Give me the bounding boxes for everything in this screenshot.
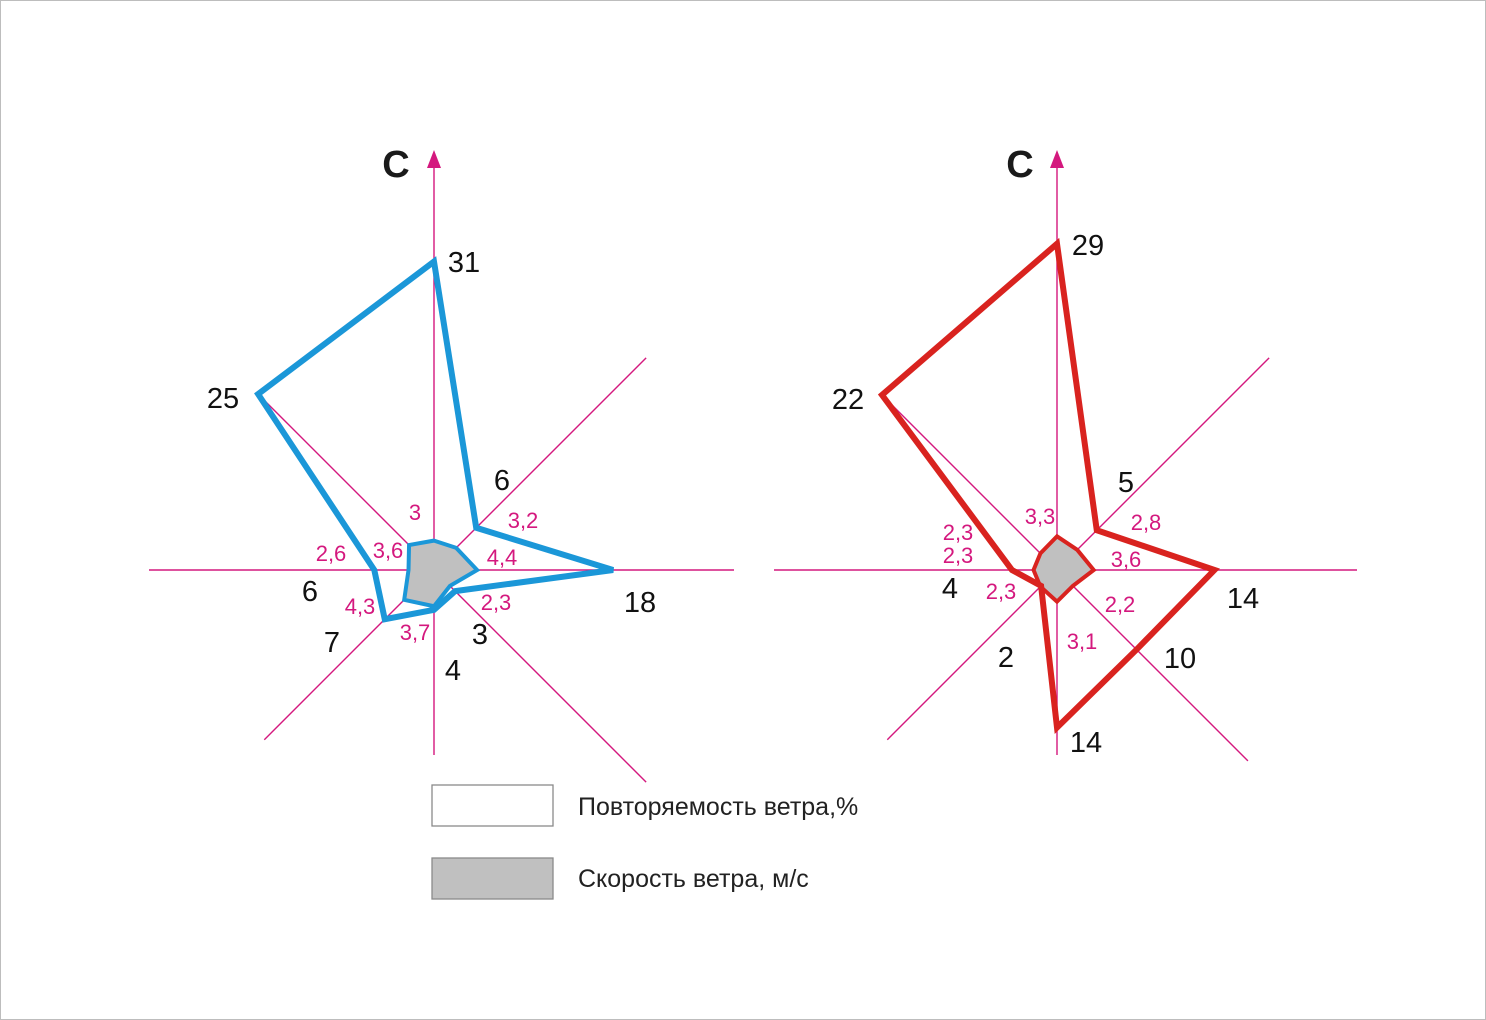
legend-swatch-1 (431, 784, 554, 827)
speed-label-e: 3,6 (1111, 547, 1142, 572)
legend-swatch-2 (431, 857, 554, 900)
north-label: С (382, 144, 409, 186)
frequency-label-s: 14 (1070, 727, 1102, 759)
frequency-label-ne: 6 (494, 465, 510, 497)
frequency-label-nw: 22 (832, 384, 864, 416)
speed-label-se: 2,2 (1105, 592, 1136, 617)
speed-label-nw: 3,6 (373, 538, 404, 563)
north-label: С (1006, 144, 1033, 186)
speed-label-sw: 4,3 (345, 594, 376, 619)
speed-label-s: 3,7 (400, 620, 431, 645)
frequency-label-nw: 25 (207, 383, 239, 415)
speed-label-e: 4,4 (487, 545, 518, 570)
legend-label-1: Повторяемость ветра,% (578, 793, 858, 821)
speed-label-se: 2,3 (481, 590, 512, 615)
north-arrow-icon (1050, 150, 1064, 168)
frequency-label-sw: 7 (324, 627, 340, 659)
speed-label-ne: 2,8 (1131, 510, 1162, 535)
frequency-label-e: 14 (1227, 583, 1259, 615)
legend: Повторяемость ветра,% Скорость ветра, м/с (431, 784, 858, 900)
frequency-label-e: 18 (624, 587, 656, 619)
frequency-label-w: 4 (942, 573, 958, 605)
frequency-label-n: 29 (1072, 230, 1104, 262)
speed-label-s: 3,1 (1067, 629, 1098, 654)
speed-label-nw: 2,3 (943, 520, 974, 545)
speed-label-w: 2,6 (316, 541, 347, 566)
wind-speed-polygon (401, 538, 481, 609)
legend-label-2: Скорость ветра, м/с (578, 865, 809, 893)
speed-label-ne: 3,2 (508, 508, 539, 533)
frequency-label-ne: 5 (1118, 467, 1134, 499)
frequency-label-n: 31 (448, 247, 480, 279)
speed-label-n: 3,3 (1025, 504, 1056, 529)
frequency-label-sw: 2 (998, 642, 1014, 674)
wind-speed-polygon (1031, 533, 1097, 605)
frequency-label-se: 10 (1164, 643, 1196, 675)
speed-label-sw: 2,3 (986, 579, 1017, 604)
frequency-label-se: 3 (472, 619, 488, 651)
speed-label-w: 2,3 (943, 543, 974, 568)
speed-label-n: 3 (409, 500, 421, 525)
frequency-label-w: 6 (302, 576, 318, 608)
north-arrow-icon (427, 150, 441, 168)
frequency-label-s: 4 (445, 655, 461, 687)
axis-diagonal-nw-se (256, 392, 647, 783)
